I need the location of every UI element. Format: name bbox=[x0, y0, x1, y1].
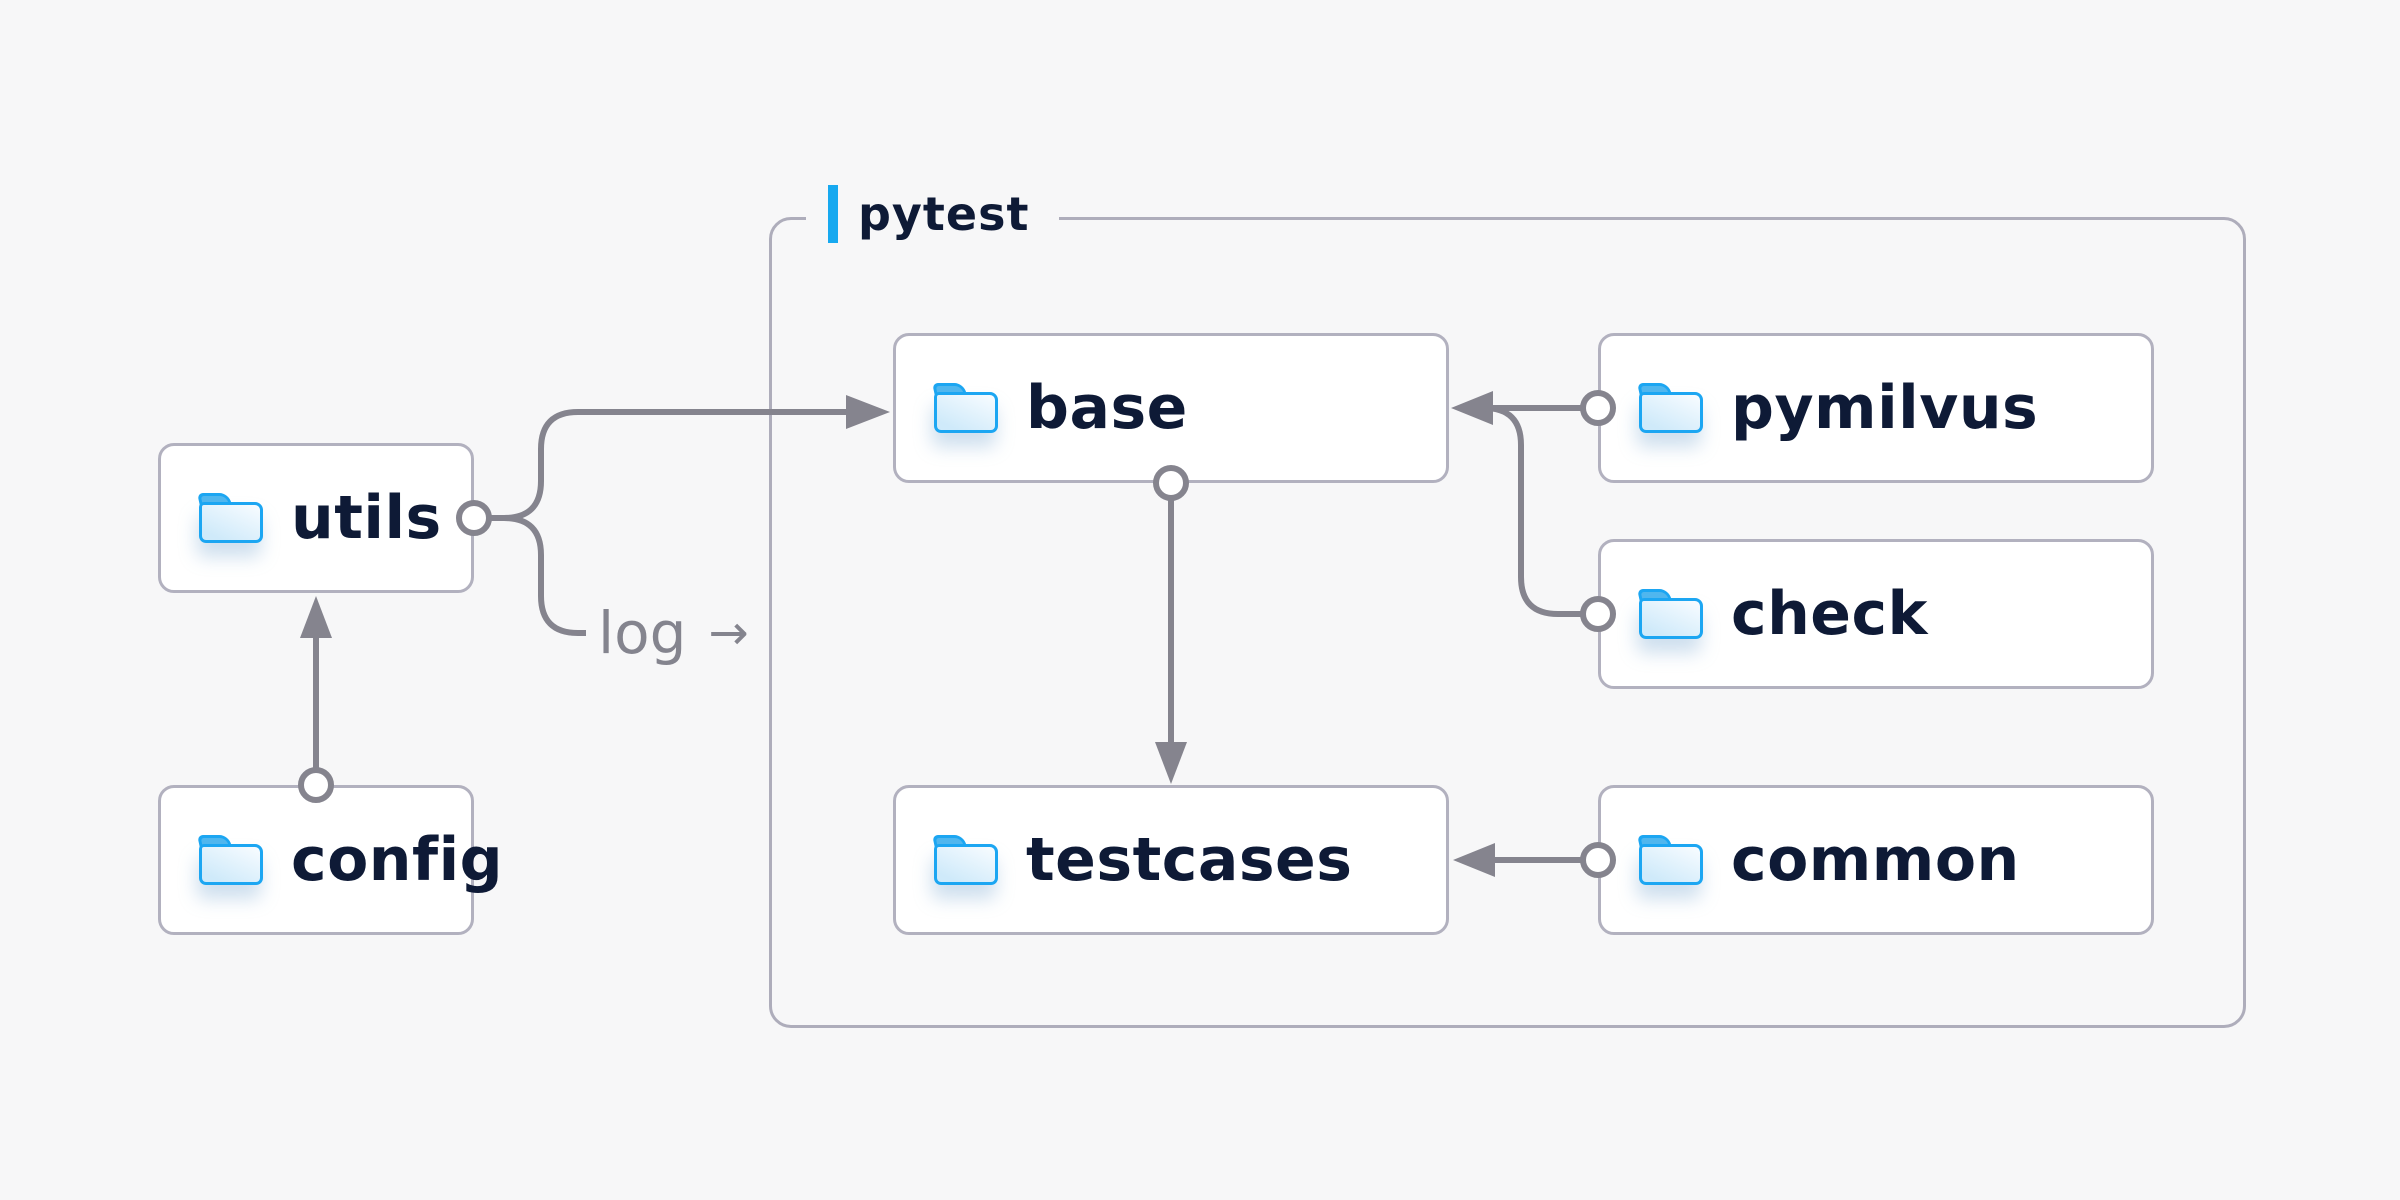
folder-icon-body bbox=[1639, 598, 1703, 639]
folder-icon bbox=[1637, 835, 1703, 885]
folder-icon bbox=[932, 383, 998, 433]
accent-bar bbox=[828, 185, 838, 243]
node-testcases-label: testcases bbox=[1026, 825, 1353, 895]
folder-icon-body bbox=[1639, 392, 1703, 433]
folder-icon bbox=[197, 835, 263, 885]
right-arrow-glyph: → bbox=[708, 605, 749, 661]
edge-utils-log bbox=[503, 515, 586, 636]
node-check-label: check bbox=[1731, 579, 1928, 649]
log-edge-label-text: log bbox=[598, 599, 687, 667]
node-config: config bbox=[158, 785, 503, 935]
folder-icon-body bbox=[199, 844, 263, 885]
node-config-label: config bbox=[291, 825, 504, 895]
folder-icon-body bbox=[934, 844, 998, 885]
pytest-group-label: pytest bbox=[806, 183, 1060, 245]
folder-icon-body bbox=[1639, 844, 1703, 885]
folder-icon-body bbox=[934, 392, 998, 433]
node-utils: utils bbox=[158, 443, 474, 593]
node-base: base bbox=[893, 333, 1449, 483]
node-pymilvus-label: pymilvus bbox=[1731, 373, 2039, 443]
pytest-group-box bbox=[769, 217, 2246, 1028]
node-testcases: testcases bbox=[893, 785, 1449, 935]
edge-config-utils bbox=[300, 596, 332, 770]
log-edge-label: log → bbox=[598, 599, 749, 667]
folder-icon bbox=[932, 835, 998, 885]
folder-icon bbox=[197, 493, 263, 543]
node-utils-label: utils bbox=[291, 483, 442, 553]
folder-icon-body bbox=[199, 502, 263, 543]
node-pymilvus: pymilvus bbox=[1598, 333, 2154, 483]
node-common-label: common bbox=[1731, 825, 2020, 895]
node-common: common bbox=[1598, 785, 2154, 935]
folder-icon bbox=[1637, 383, 1703, 433]
pytest-group-label-text: pytest bbox=[858, 187, 1030, 241]
folder-icon bbox=[1637, 589, 1703, 639]
node-base-label: base bbox=[1026, 373, 1188, 443]
node-check: check bbox=[1598, 539, 2154, 689]
